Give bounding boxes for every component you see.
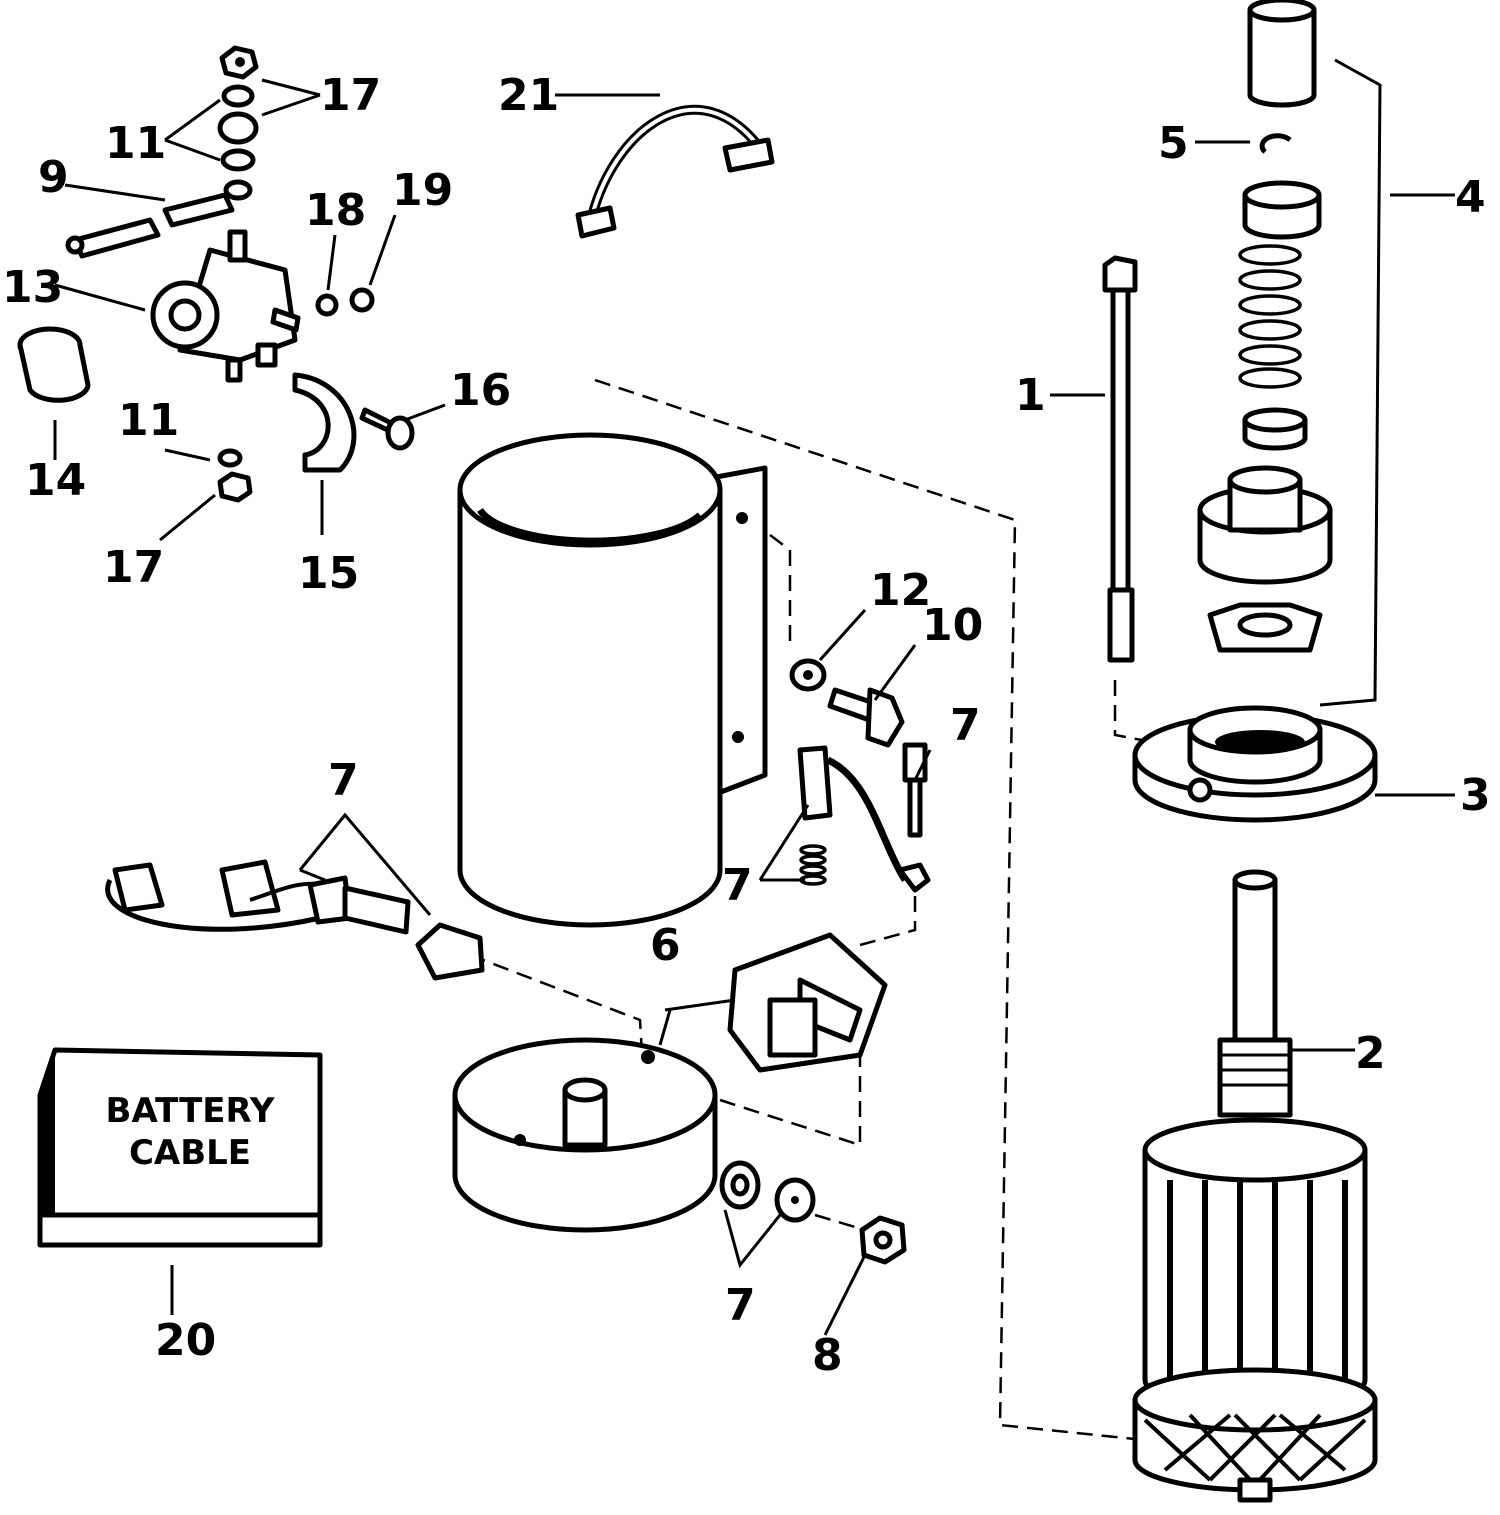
callout-21: 21 [498, 70, 559, 121]
callout-2: 2 [1355, 1028, 1386, 1079]
callout-6: 6 [650, 920, 681, 971]
callout-13: 13 [2, 262, 63, 313]
armature [1132, 869, 1378, 1503]
callout-14: 14 [25, 455, 86, 506]
end-cap [452, 1037, 718, 1233]
callout-9: 9 [38, 152, 69, 203]
frame-housing [457, 432, 768, 928]
callout-3: 3 [1460, 770, 1491, 821]
callout-7-spring: 7 [722, 860, 753, 911]
callout-7-screw: 7 [950, 700, 981, 751]
callout-16: 16 [450, 365, 511, 416]
callout-12: 12 [870, 565, 931, 616]
callout-11-upper: 11 [105, 118, 166, 169]
brush-plate [727, 932, 888, 1073]
terminal-hardware [719, 1160, 907, 1265]
battery-cable-box: BATTERY CABLE [37, 1047, 323, 1248]
callout-15: 15 [298, 548, 359, 599]
cable-21 [575, 104, 775, 239]
through-bolt [1102, 255, 1138, 663]
callout-18: 18 [305, 185, 366, 236]
solenoid-assembly [17, 45, 415, 503]
callout-19: 19 [392, 165, 453, 216]
callout-1: 1 [1015, 370, 1046, 421]
callout-labels: 1 2 3 4 5 6 7 7 7 7 8 9 10 11 11 12 13 1… [2, 70, 1491, 1381]
callout-8: 8 [812, 1330, 843, 1381]
callout-11-lower: 11 [118, 395, 179, 446]
battery-label-line2: CABLE [129, 1133, 251, 1173]
drive-end-cap [1132, 705, 1378, 823]
brush-spring [797, 745, 931, 893]
callout-5: 5 [1158, 118, 1189, 169]
callout-20: 20 [155, 1315, 216, 1366]
callout-4: 4 [1455, 172, 1486, 223]
callout-10: 10 [922, 600, 983, 651]
leader-lines [53, 58, 1455, 1336]
brush-set [105, 859, 485, 981]
drive-assembly [1197, 0, 1333, 653]
battery-label-line1: BATTERY [106, 1091, 275, 1131]
callout-17-lower: 17 [103, 542, 164, 593]
callout-7-washers: 7 [725, 1280, 756, 1331]
callout-17-upper: 17 [320, 70, 381, 121]
callout-7-brushes: 7 [328, 755, 359, 806]
